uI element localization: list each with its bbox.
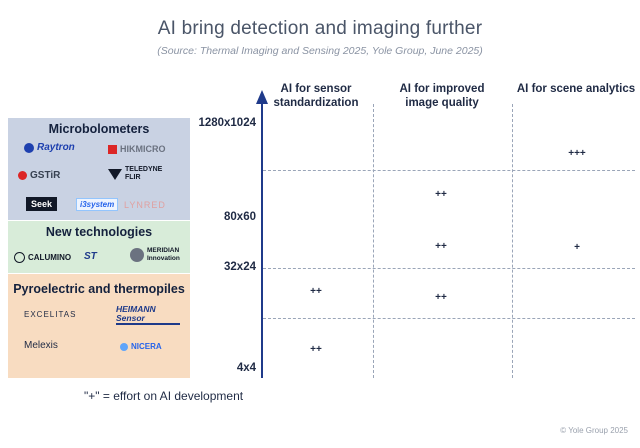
pyro-heading: Pyroelectric and thermopiles [13, 282, 185, 296]
effort-mark-sensor-32x24: ++ [310, 286, 322, 297]
gstir-mark-icon [18, 171, 27, 180]
heimann-logo: HEIMANN Sensor [116, 305, 180, 325]
tick-label-4x4: 4x4 [236, 362, 256, 374]
meridian-label: MERIDIAN Innovation [147, 247, 180, 262]
i3system-logo: i3system [76, 198, 119, 211]
meridian-mark-icon [130, 248, 144, 262]
new-technologies-heading: New technologies [45, 225, 153, 239]
raytron-logo: Raytron [24, 142, 75, 153]
new-technologies-panel: New technologies CALUMINO ST MERIDIAN In… [8, 221, 190, 273]
effort-mark-image-1280: ++ [435, 189, 447, 200]
tick-label-80x60: 80x60 [224, 211, 256, 223]
meridian-logo: MERIDIAN Innovation [130, 247, 190, 263]
melexis-label: Melexis [24, 340, 58, 351]
resolution-axis [261, 104, 263, 378]
legend-note: "+" = effort on AI development [84, 389, 244, 403]
st-logo: ST [84, 251, 97, 262]
nicera-mark-icon [120, 342, 128, 351]
effort-mark-sensor-4x4: ++ [310, 344, 322, 355]
raytron-mark-icon [24, 142, 34, 153]
tick-label-32x24: 32x24 [224, 261, 256, 273]
calumino-logo: CALUMINO [14, 252, 71, 263]
tick-label-1280x1024: 1280x1024 [198, 117, 256, 129]
diagram-title: AI bring detection and imaging further [157, 18, 483, 39]
effort-mark-scene-80x60: + [574, 242, 580, 253]
gstir-logo: GSTiR [18, 170, 60, 181]
grid-divider-vertical [512, 104, 513, 378]
teledyne-flir-label: TELEDYNE FLIR [125, 166, 163, 181]
i3system-label: i3system [80, 200, 115, 209]
effort-mark-image-80x60: ++ [435, 241, 447, 252]
grid-divider-horizontal [263, 268, 635, 269]
grid-divider-horizontal [263, 170, 635, 171]
column-header-image-quality: AI for improved image quality [399, 83, 485, 109]
axis-arrowhead-icon [256, 90, 268, 104]
lynred-label: LYNRED [124, 200, 166, 210]
excelitas-logo: EXCELITAS [24, 310, 76, 319]
pyro-panel: Pyroelectric and thermopiles EXCELITAS H… [8, 274, 190, 378]
teledyne-flir-logo: TELEDYNE FLIR [108, 166, 178, 182]
excelitas-label: EXCELITAS [24, 310, 77, 319]
nicera-label: NICERA [131, 342, 162, 351]
st-label: ST [84, 251, 97, 262]
copyright: © Yole Group 2025 [560, 426, 628, 435]
grid-divider-horizontal [263, 318, 635, 319]
teledyne-mark-icon [108, 168, 122, 180]
column-header-scene-analytics: AI for scene analytics [516, 83, 636, 95]
microbolometers-heading: Microbolometers [48, 122, 150, 136]
lynred-logo: LYNRED [124, 200, 166, 210]
effort-mark-image-32x24: ++ [435, 292, 447, 303]
hikmicro-label: HIKMICRO [120, 144, 166, 154]
effort-mark-scene-1280: +++ [568, 148, 586, 159]
hikmicro-mark-icon [108, 144, 117, 154]
calumino-mark-icon [14, 252, 25, 263]
gstir-label: GSTiR [30, 170, 61, 181]
seek-label: Seek [31, 199, 53, 209]
heimann-label: HEIMANN Sensor [116, 304, 156, 323]
melexis-logo: Melexis [24, 340, 58, 351]
nicera-logo: NICERA [120, 342, 162, 351]
diagram-subtitle: (Source: Thermal Imaging and Sensing 202… [157, 45, 483, 57]
raytron-label: Raytron [37, 142, 75, 153]
grid-divider-vertical [373, 104, 374, 378]
microbolometers-panel: Microbolometers Raytron HIKMICRO GSTiR T… [8, 118, 190, 220]
calumino-label: CALUMINO [28, 253, 72, 262]
seek-logo: Seek [26, 197, 58, 211]
column-header-sensor-standardization: AI for sensor standardization [273, 83, 359, 109]
hikmicro-logo: HIKMICRO [108, 144, 166, 154]
